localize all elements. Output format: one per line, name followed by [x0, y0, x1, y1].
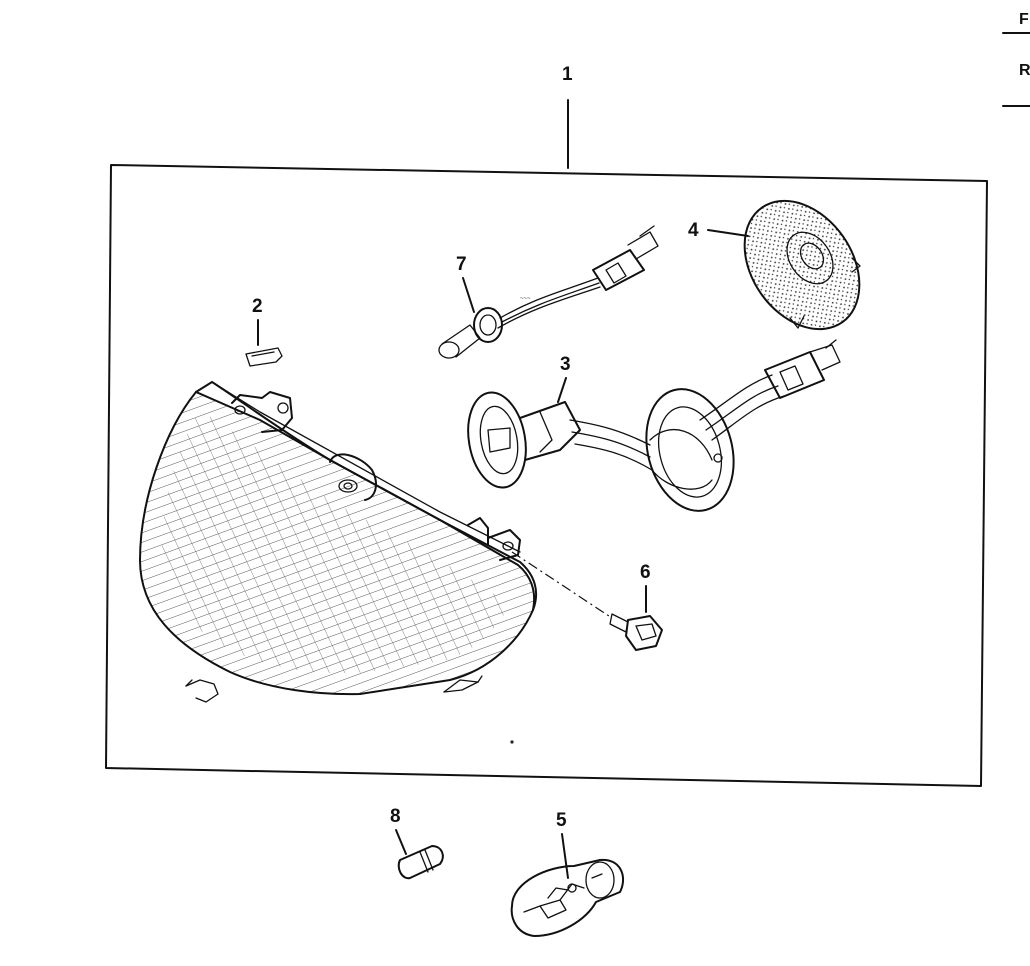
harness-part: 7 ~~~ — [438, 225, 659, 359]
headlamp-bulb-part: 5 — [510, 810, 625, 937]
callout-1-label: 1 — [562, 64, 573, 85]
callout-4-label: 4 — [688, 220, 699, 241]
cover-part: 4 — [688, 199, 861, 331]
callout-8-label: 8 — [390, 806, 401, 827]
callout-6-label: 6 — [640, 562, 651, 583]
assembly-frame — [105, 164, 988, 787]
headlight-housing — [138, 381, 538, 744]
position-bulb-part: 8 — [390, 806, 444, 880]
callout-2-label: 2 — [252, 296, 263, 317]
callout-3-label: 3 — [560, 354, 571, 375]
socket-part: 3 — [467, 339, 841, 512]
edge-label-r: R — [1019, 62, 1030, 79]
callout-5-label: 5 — [556, 810, 567, 831]
svg-text:~~~: ~~~ — [520, 296, 531, 302]
screw-part: 6 — [511, 551, 663, 651]
clip-part: 2 — [245, 296, 283, 367]
callout-7-label: 7 — [456, 254, 467, 275]
callout-1: 1 — [562, 64, 573, 169]
edge-label-f: F — [1019, 11, 1029, 28]
right-edge-marks: F R — [1002, 11, 1030, 107]
